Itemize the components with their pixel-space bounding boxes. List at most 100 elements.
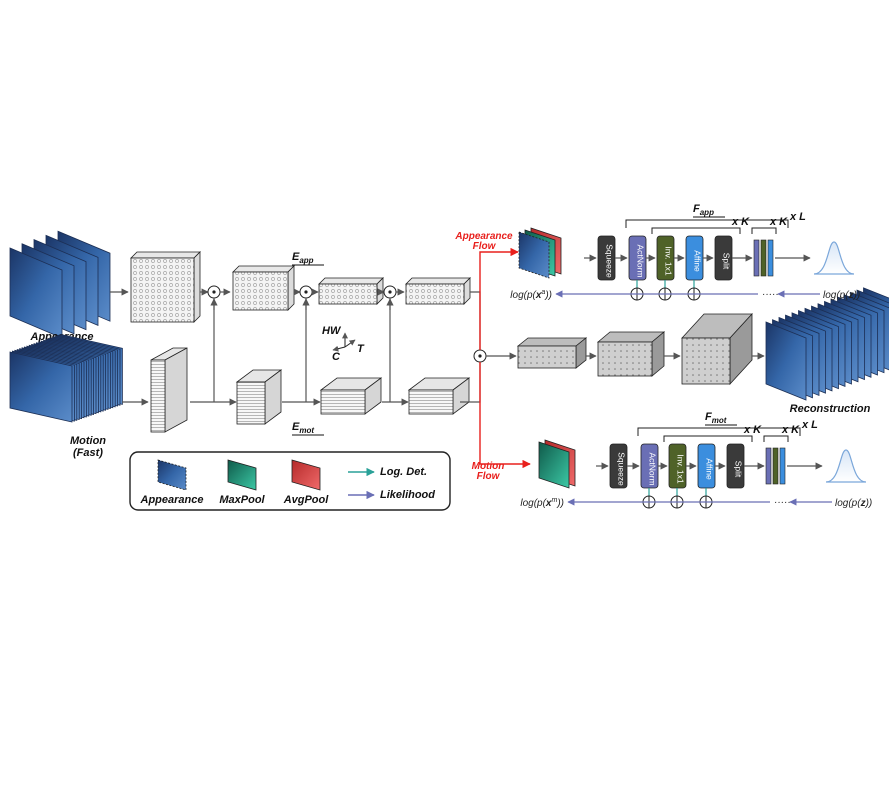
app-block-2-top bbox=[233, 266, 294, 272]
hadamard-fusion bbox=[474, 350, 486, 362]
app-block-3-top bbox=[319, 278, 383, 284]
f-app-inv1x1: Inv. 1x1 bbox=[657, 236, 674, 280]
f-app-affine-label: Affine bbox=[693, 250, 703, 272]
f-app-dots: ····· bbox=[762, 289, 779, 300]
axis-t-label: T bbox=[357, 343, 365, 355]
f-mot-squeeze-label: Squeeze bbox=[617, 452, 627, 486]
f-app-actnorm: ActNorm bbox=[629, 236, 646, 280]
appearance-flow-sublabel: Flow bbox=[473, 241, 497, 252]
dec-block-1-front bbox=[518, 346, 576, 368]
f-mot-affine: Affine bbox=[698, 444, 715, 488]
axis-t-line bbox=[345, 340, 355, 347]
hadamard-fusion-dot bbox=[478, 354, 481, 357]
f-mot-split: Split bbox=[727, 444, 744, 488]
legend-logdet-label: Log. Det. bbox=[380, 466, 427, 478]
f-app-brace-k2 bbox=[752, 228, 776, 234]
legend-likelihood-label: Likelihood bbox=[380, 489, 435, 501]
f-app-squeeze: Squeeze bbox=[598, 236, 615, 280]
hadamard-app-1-dot bbox=[212, 290, 215, 293]
f-mot-title: Fmot bbox=[705, 411, 727, 425]
f-app-title: Fapp bbox=[693, 203, 714, 217]
hadamard-app-3-dot bbox=[388, 290, 391, 293]
f-mot-affine-label: Affine bbox=[705, 458, 715, 480]
axis-c-label: C bbox=[332, 351, 341, 363]
dec-block-1 bbox=[518, 338, 586, 368]
app-block-1-top bbox=[131, 252, 200, 258]
f-mot-log-pz: log(p(z)) bbox=[835, 498, 872, 509]
app-block-3-front bbox=[319, 284, 377, 304]
app-block-1-side bbox=[194, 252, 200, 322]
f-mot-log-px: log(p(xm)) bbox=[520, 497, 564, 509]
f-mot-repeat-k2: x K bbox=[781, 424, 800, 436]
axis-hw-label: HW bbox=[322, 325, 342, 337]
app-block-3 bbox=[319, 278, 383, 304]
motion-input-sublabel: (Fast) bbox=[73, 447, 103, 459]
f-mot-gaussian-icon bbox=[826, 450, 866, 482]
f-mot-brace-l bbox=[638, 428, 800, 436]
mot-block-4 bbox=[409, 378, 469, 414]
legend-appearance-label: Appearance bbox=[140, 494, 204, 506]
f-app-split-label: Split bbox=[722, 253, 732, 270]
f-mot-inv1x1-label: Inv. 1x1 bbox=[676, 454, 686, 483]
dec-block-2-front bbox=[598, 342, 652, 376]
motion-flow-sublabel: Flow bbox=[477, 471, 501, 482]
reconstruction-label: Reconstruction bbox=[790, 403, 871, 415]
f-app-repeat-l: x L bbox=[789, 211, 806, 223]
hadamard-app-3 bbox=[384, 286, 396, 298]
dec-block-1-top bbox=[518, 338, 586, 346]
f-app-brace-l bbox=[626, 220, 788, 228]
f-mot-actnorm-label: ActNorm bbox=[648, 452, 658, 485]
mot-block-1-side bbox=[165, 348, 187, 432]
hadamard-app-2 bbox=[300, 286, 312, 298]
f-app-mini-inv bbox=[761, 240, 766, 276]
f-mot-mini-actnorm bbox=[766, 448, 771, 484]
f-mot-inv1x1: Inv. 1x1 bbox=[669, 444, 686, 488]
f-mot-repeat-l: x L bbox=[801, 419, 818, 431]
e-app-label: Eapp bbox=[292, 251, 314, 265]
app-block-2-front bbox=[233, 272, 288, 310]
mot-block-3 bbox=[321, 378, 381, 414]
f-app-affine: Affine bbox=[686, 236, 703, 280]
app-block-4-front bbox=[406, 284, 464, 304]
f-app-log-px: log(p(xa)) bbox=[510, 289, 552, 301]
app-block-2-side bbox=[288, 266, 294, 310]
app-flow-input bbox=[519, 228, 561, 278]
f-app-gaussian-icon bbox=[814, 242, 854, 274]
appearance-input-stack bbox=[10, 231, 110, 338]
f-mot-repeat-k: x K bbox=[743, 424, 762, 436]
motion-input-label: Motion bbox=[70, 435, 106, 447]
f-mot-brace-k bbox=[664, 436, 752, 442]
mot-block-1-front bbox=[151, 360, 165, 432]
app-block-2 bbox=[233, 266, 294, 310]
axis-indicator: HW C T bbox=[322, 325, 365, 363]
app-block-4 bbox=[406, 278, 470, 304]
mot-block-2 bbox=[237, 370, 281, 424]
dec-block-2 bbox=[598, 332, 664, 376]
f-app-brace-k bbox=[652, 228, 740, 234]
mot-block-1 bbox=[151, 348, 187, 432]
f-app-repeat-k: x K bbox=[731, 216, 750, 228]
f-app-inv1x1-label: Inv. 1x1 bbox=[664, 246, 674, 275]
dec-block-3 bbox=[682, 314, 752, 384]
reconstruction-stack bbox=[766, 288, 889, 400]
e-mot-label: Emot bbox=[292, 421, 314, 435]
f-app-log-pz: log(p(z)) bbox=[823, 290, 860, 301]
app-block-1 bbox=[131, 252, 200, 322]
axis-c-line bbox=[333, 347, 345, 350]
f-mot-brace-k2 bbox=[764, 436, 788, 442]
legend-maxpool-label: MaxPool bbox=[219, 494, 265, 506]
mot-block-3-front bbox=[321, 390, 365, 414]
f-app-split: Split bbox=[715, 236, 732, 280]
mot-flow-input bbox=[539, 440, 575, 488]
f-app-mini-actnorm bbox=[754, 240, 759, 276]
app-block-1-front bbox=[131, 258, 194, 322]
app-block-4-top bbox=[406, 278, 470, 284]
mot-block-4-front bbox=[409, 390, 453, 414]
f-mot-split-label: Split bbox=[734, 461, 744, 478]
f-app-repeat-k2: x K bbox=[769, 216, 788, 228]
hadamard-app-1 bbox=[208, 286, 220, 298]
f-mot-squeeze: Squeeze bbox=[610, 444, 627, 488]
